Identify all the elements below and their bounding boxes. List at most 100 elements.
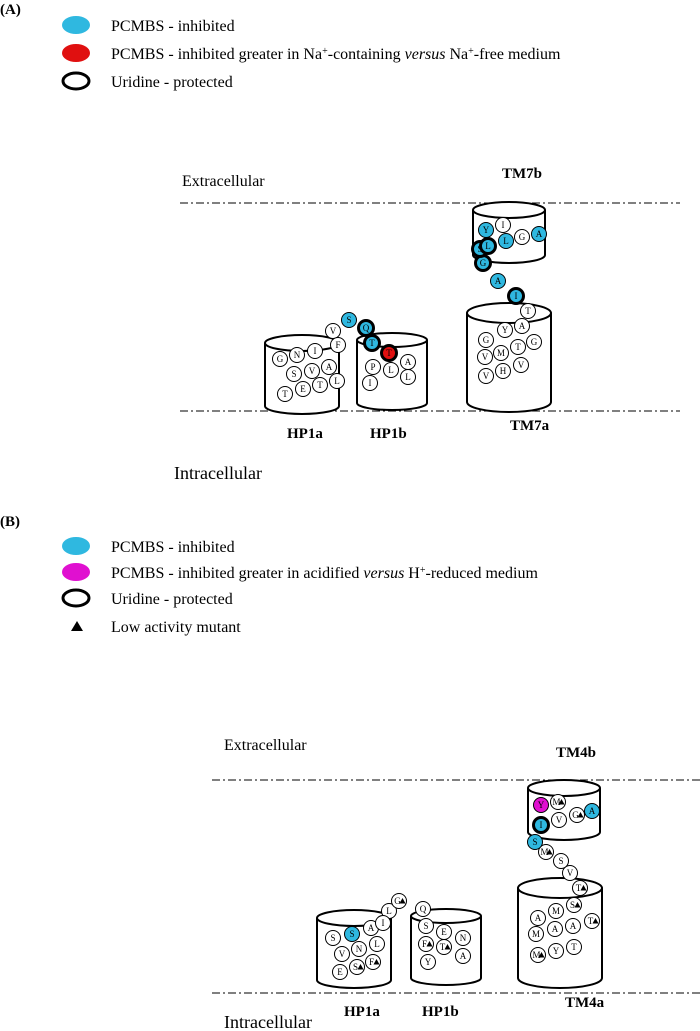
hp1a-label-a: HP1a <box>287 426 323 442</box>
residue-a-hp1b: L <box>405 372 411 382</box>
residue-b-hp1b: N <box>460 933 467 943</box>
residue-b-tm4a: M <box>532 950 540 960</box>
residue-a-hp1a-circle <box>272 351 288 367</box>
residue-b-hp1a: F <box>369 957 374 967</box>
residue-a-hp1a-circle <box>304 363 320 379</box>
residue-b-hp1b-circle <box>436 939 452 955</box>
residue-a-hp1b-circle <box>365 359 381 375</box>
residue-a-hp1b-circle <box>383 362 399 378</box>
residue-b-tm4-loop: S <box>558 856 563 866</box>
residue-b-hp1a-loop: G <box>394 896 401 906</box>
residue-a-hp1b: A <box>405 357 412 367</box>
residue-b-tm4a-circle <box>528 926 544 942</box>
residue-b-tm4a: M <box>552 906 560 916</box>
residue-a-hp1a-circle <box>307 343 323 359</box>
legend-acid-swatch <box>62 563 90 581</box>
residue-a-tm7-loop: L <box>485 241 491 251</box>
residue-b-hp1a-circle <box>365 954 381 970</box>
tm7b-label: TM7b <box>502 166 542 182</box>
residue-b-tm4a: T <box>571 942 577 952</box>
residue-a-hp1b: T <box>369 338 375 348</box>
residue-a-tm7b: G <box>519 232 526 242</box>
residue-b-tm4-loop-circle <box>562 865 578 881</box>
residue-a-tm7-loop-circle <box>520 303 536 319</box>
residue-b-hp1a-circle <box>349 959 365 975</box>
legend-low-activity-label: Low activity mutant <box>111 619 241 636</box>
residue-a-tm7a: A <box>519 321 526 331</box>
residue-a-hp1a: T <box>282 389 288 399</box>
residue-b-hp1a-circle <box>344 926 360 942</box>
legend-b: PCMBS - inhibited PCMBS - inhibited grea… <box>61 537 538 636</box>
residue-b-hp1b: S <box>423 921 428 931</box>
residue-a-hp1a: N <box>294 350 301 360</box>
residue-b-tm4a: S <box>570 900 575 910</box>
residue-a-tm7b: I <box>502 220 505 230</box>
residue-a-tm7a-circle <box>513 357 529 373</box>
low-activity-marker-icon <box>444 944 451 950</box>
residue-a-tm7-loop-circle <box>507 287 525 305</box>
residue-a-tm7a-circle <box>478 332 494 348</box>
residue-a-tm7b: A <box>536 229 543 239</box>
residue-a-tm7a: Y <box>502 325 509 335</box>
residue-a-hp1b-circle <box>363 334 381 352</box>
residue-b-hp1a: V <box>339 949 346 959</box>
residue-b-hp1a-circle <box>351 941 367 957</box>
residue-b-tm4b-circle <box>584 803 600 819</box>
residue-a-tm7-loop-circle <box>479 237 497 255</box>
residue-b-tm4-loop: T <box>576 883 582 893</box>
legend-acid-label: PCMBS - inhibited greater in acidified v… <box>111 565 538 583</box>
residue-b-hp1a: L <box>374 939 380 949</box>
legend-b-inhibited-swatch <box>62 537 90 555</box>
legend-b-protected-label: Uridine - protected <box>111 591 233 608</box>
legend-b-inhibited-label: PCMBS - inhibited <box>111 539 235 556</box>
residue-a-tm7b-circle <box>531 226 547 242</box>
residue-a-hp1b-sodium-circle <box>380 344 398 362</box>
residue-b-tm4b: G <box>572 810 579 820</box>
residue-a-tm7-loop: I <box>515 291 518 301</box>
hp1a-label-b: HP1a <box>344 1004 380 1020</box>
legend-inhibited-label: PCMBS - inhibited <box>111 18 235 35</box>
residue-a-hp1a-circle <box>295 381 311 397</box>
intracellular-label-a: Intracellular <box>174 463 262 483</box>
residue-b-hp1b: Y <box>425 957 432 967</box>
residue-b-tm4a-circle <box>547 921 563 937</box>
residue-a-hp1a: G <box>277 354 284 364</box>
low-activity-marker-icon <box>426 941 433 947</box>
residue-a-tm7a-circle <box>514 318 530 334</box>
residue-b-hp1a: S <box>353 962 358 972</box>
residue-a-hp1b-sodium: T <box>386 348 392 358</box>
residue-a-tm7a: G <box>531 337 538 347</box>
low-activity-marker-icon <box>574 902 581 908</box>
residue-b-tm4-loop-circle <box>553 853 569 869</box>
residue-b-tm4a-circle <box>548 903 564 919</box>
residue-b-tm4a: A <box>552 924 559 934</box>
residue-a-tm7a: H <box>500 366 507 376</box>
residue-b-tm4a: A <box>535 913 542 923</box>
residue-b-hp1b-circle <box>420 954 436 970</box>
residue-b-tm4a-circle <box>530 910 546 926</box>
legend-inhibited-swatch <box>62 16 90 34</box>
low-activity-marker-icon <box>580 885 587 891</box>
residue-a-tm7-loop-circle <box>490 273 506 289</box>
residue-a-tm7a-circle <box>493 345 509 361</box>
extracellular-label-b: Extracellular <box>224 737 307 754</box>
residue-b-hp1b-circle <box>455 948 471 964</box>
panel-b-label: (B) <box>0 514 20 530</box>
residue-b-tm4b-circle <box>550 794 566 810</box>
residue-a-hp1a: I <box>314 346 317 356</box>
hp1b-label-b: HP1b <box>422 1004 459 1020</box>
residue-a-tm7a-circle <box>497 322 513 338</box>
residue-b-hp1a-loop: L <box>386 906 392 916</box>
residue-b-tm4b: Y <box>538 800 545 810</box>
residue-b-tm4-loop-circle <box>538 844 554 860</box>
residue-b-tm4a-circle <box>530 947 546 963</box>
low-activity-marker-icon <box>399 898 406 904</box>
residue-b-tm4b: I <box>540 820 543 830</box>
residue-a-hp1a-loop: S <box>346 315 351 325</box>
residue-b-hp1a-circle <box>369 936 385 952</box>
residue-b-tm4b: A <box>589 806 596 816</box>
residue-b-hp1b: T <box>440 942 446 952</box>
residue-a-hp1a-circle <box>329 373 345 389</box>
residue-a-tm7a: V <box>518 360 525 370</box>
